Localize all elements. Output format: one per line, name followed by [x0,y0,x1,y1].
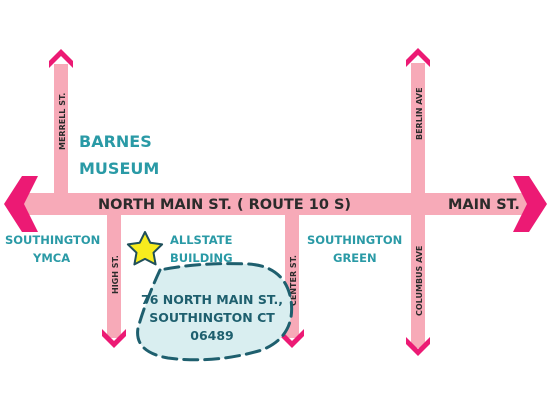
merrell-north-arrow [49,49,73,68]
high-label: HIGH ST. [111,255,120,294]
east-arrow [513,176,547,232]
address-bubble [136,262,294,362]
merrell-road [54,64,68,194]
high-road [107,214,121,338]
north-main-road [22,193,530,215]
address-line1: 76 NORTH MAIN ST., [141,292,283,307]
west-arrow [4,176,38,232]
allstate-line2: BUILDING [170,251,233,265]
address-line3: 06489 [190,328,234,343]
star-icon [126,231,164,266]
merrell-label: MERRELL ST. [58,93,67,150]
columbus-label: COLUMBUS AVE [415,246,424,316]
berlin-north-arrow [406,48,430,67]
ymca-line1: SOUTHINGTON [5,233,100,247]
ymca-line2: YMCA [32,251,70,265]
green-line2: GREEN [333,251,377,265]
north-main-label: NORTH MAIN ST. ( ROUTE 10 S) [98,197,351,213]
center-label: CENTER ST. [289,255,298,306]
main-st-label: MAIN ST. [448,197,520,213]
address-line2: SOUTHINGTON CT [149,310,275,325]
green-line1: SOUTHINGTON [307,233,402,247]
center-south-arrow [280,329,304,348]
allstate-line1: ALLSTATE [170,233,233,247]
high-south-arrow [102,329,126,348]
barnes-museum-line2: MUSEUM [79,159,159,178]
columbus-south-arrow [406,337,430,356]
barnes-museum-line1: BARNES [79,132,152,151]
berlin-label: BERLIN AVE [415,87,424,140]
berlin-columbus-road [411,63,425,348]
